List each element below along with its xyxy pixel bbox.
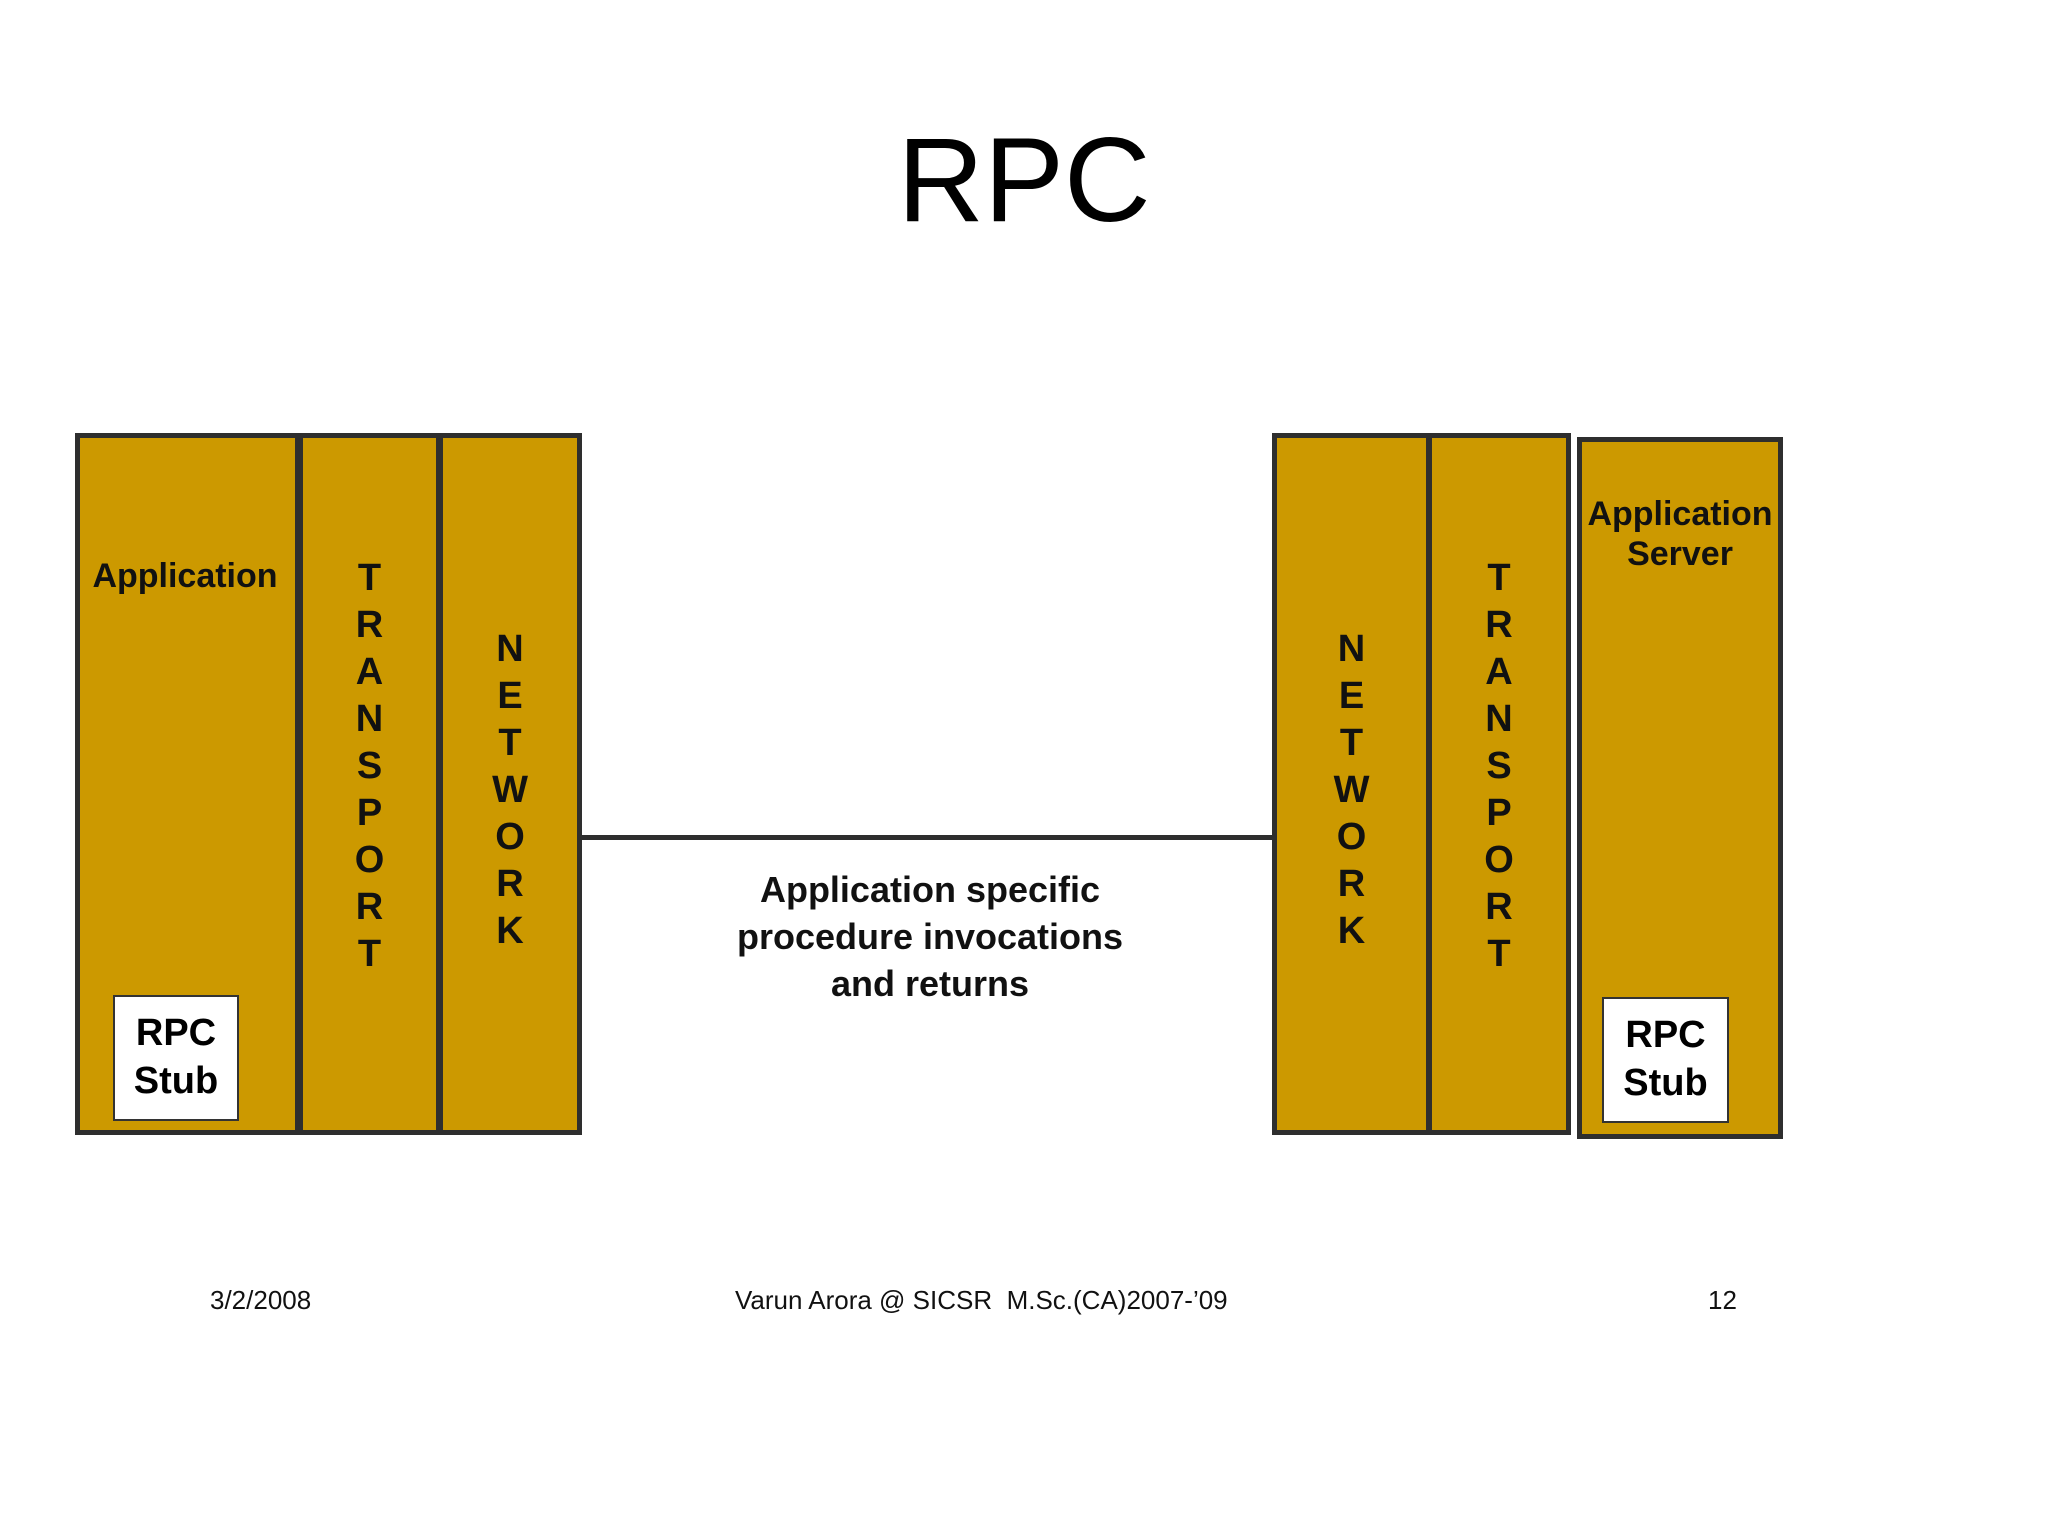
footer-author: Varun Arora @ SICSR M.Sc.(CA)2007-’09 [735, 1285, 1228, 1315]
vertical-letter: R [1337, 863, 1366, 905]
vertical-letter: A [355, 651, 384, 693]
server-stub-line2: Stub [1623, 1062, 1708, 1104]
caption-line2: procedure invocations [736, 916, 1124, 957]
vertical-letter: S [1486, 745, 1512, 787]
client-stub-line2: Stub [133, 1060, 219, 1102]
server-application-label: Application Server [1582, 494, 1778, 574]
vertical-letter: W [492, 769, 528, 811]
slide-title: RPC [897, 113, 1151, 247]
server-application-line2: Server [1627, 535, 1733, 573]
vertical-letter: N [355, 698, 384, 740]
vertical-letter: T [1487, 933, 1511, 975]
vertical-letter: T [1487, 557, 1511, 599]
client-application-box: Application RPC Stub [75, 433, 300, 1135]
client-application-label: Application [92, 557, 278, 595]
server-rpc-stub: RPC Stub [1602, 997, 1729, 1123]
vertical-letter: P [356, 792, 383, 834]
vertical-letter: R [355, 604, 384, 646]
vertical-letter: R [355, 886, 384, 928]
server-stub-line1: RPC [1625, 1014, 1706, 1056]
vertical-letter: R [496, 863, 524, 905]
caption-line3: and returns [830, 963, 1030, 1004]
vertical-letter: A [1485, 651, 1513, 693]
vertical-letter: O [1336, 816, 1367, 858]
vertical-letter: T [1339, 722, 1364, 764]
caption-line1: Application specific [759, 869, 1101, 910]
client-stub-line1: RPC [135, 1012, 217, 1054]
vertical-letter: P [1486, 792, 1512, 834]
connector-caption: Application specific procedure invocatio… [680, 866, 1180, 1007]
vertical-letter: S [356, 745, 383, 787]
vertical-letter: O [495, 816, 525, 858]
vertical-letter: N [1337, 628, 1366, 670]
vertical-letter: N [496, 628, 524, 670]
vertical-letter: T [357, 557, 382, 599]
vertical-letter: T [357, 933, 382, 975]
server-application-line1: Application [1587, 495, 1773, 533]
vertical-letter: W [1333, 769, 1370, 811]
vertical-letter: O [354, 839, 385, 881]
vertical-letter: K [496, 910, 524, 952]
vertical-letter: R [1485, 886, 1513, 928]
vertical-letter: N [1485, 698, 1513, 740]
vertical-letter: E [1338, 675, 1365, 717]
vertical-letter: R [1485, 604, 1513, 646]
server-application-box: Application Server RPC Stub [1577, 437, 1783, 1139]
vertical-letter: T [498, 722, 522, 764]
vertical-letter: E [497, 675, 523, 717]
footer-date: 3/2/2008 [210, 1285, 312, 1315]
vertical-letter: K [1337, 910, 1366, 952]
client-rpc-stub: RPC Stub [113, 995, 239, 1121]
vertical-letter: O [1484, 839, 1514, 881]
footer-page-number: 12 [1708, 1285, 1737, 1315]
connector-line [580, 835, 1274, 840]
